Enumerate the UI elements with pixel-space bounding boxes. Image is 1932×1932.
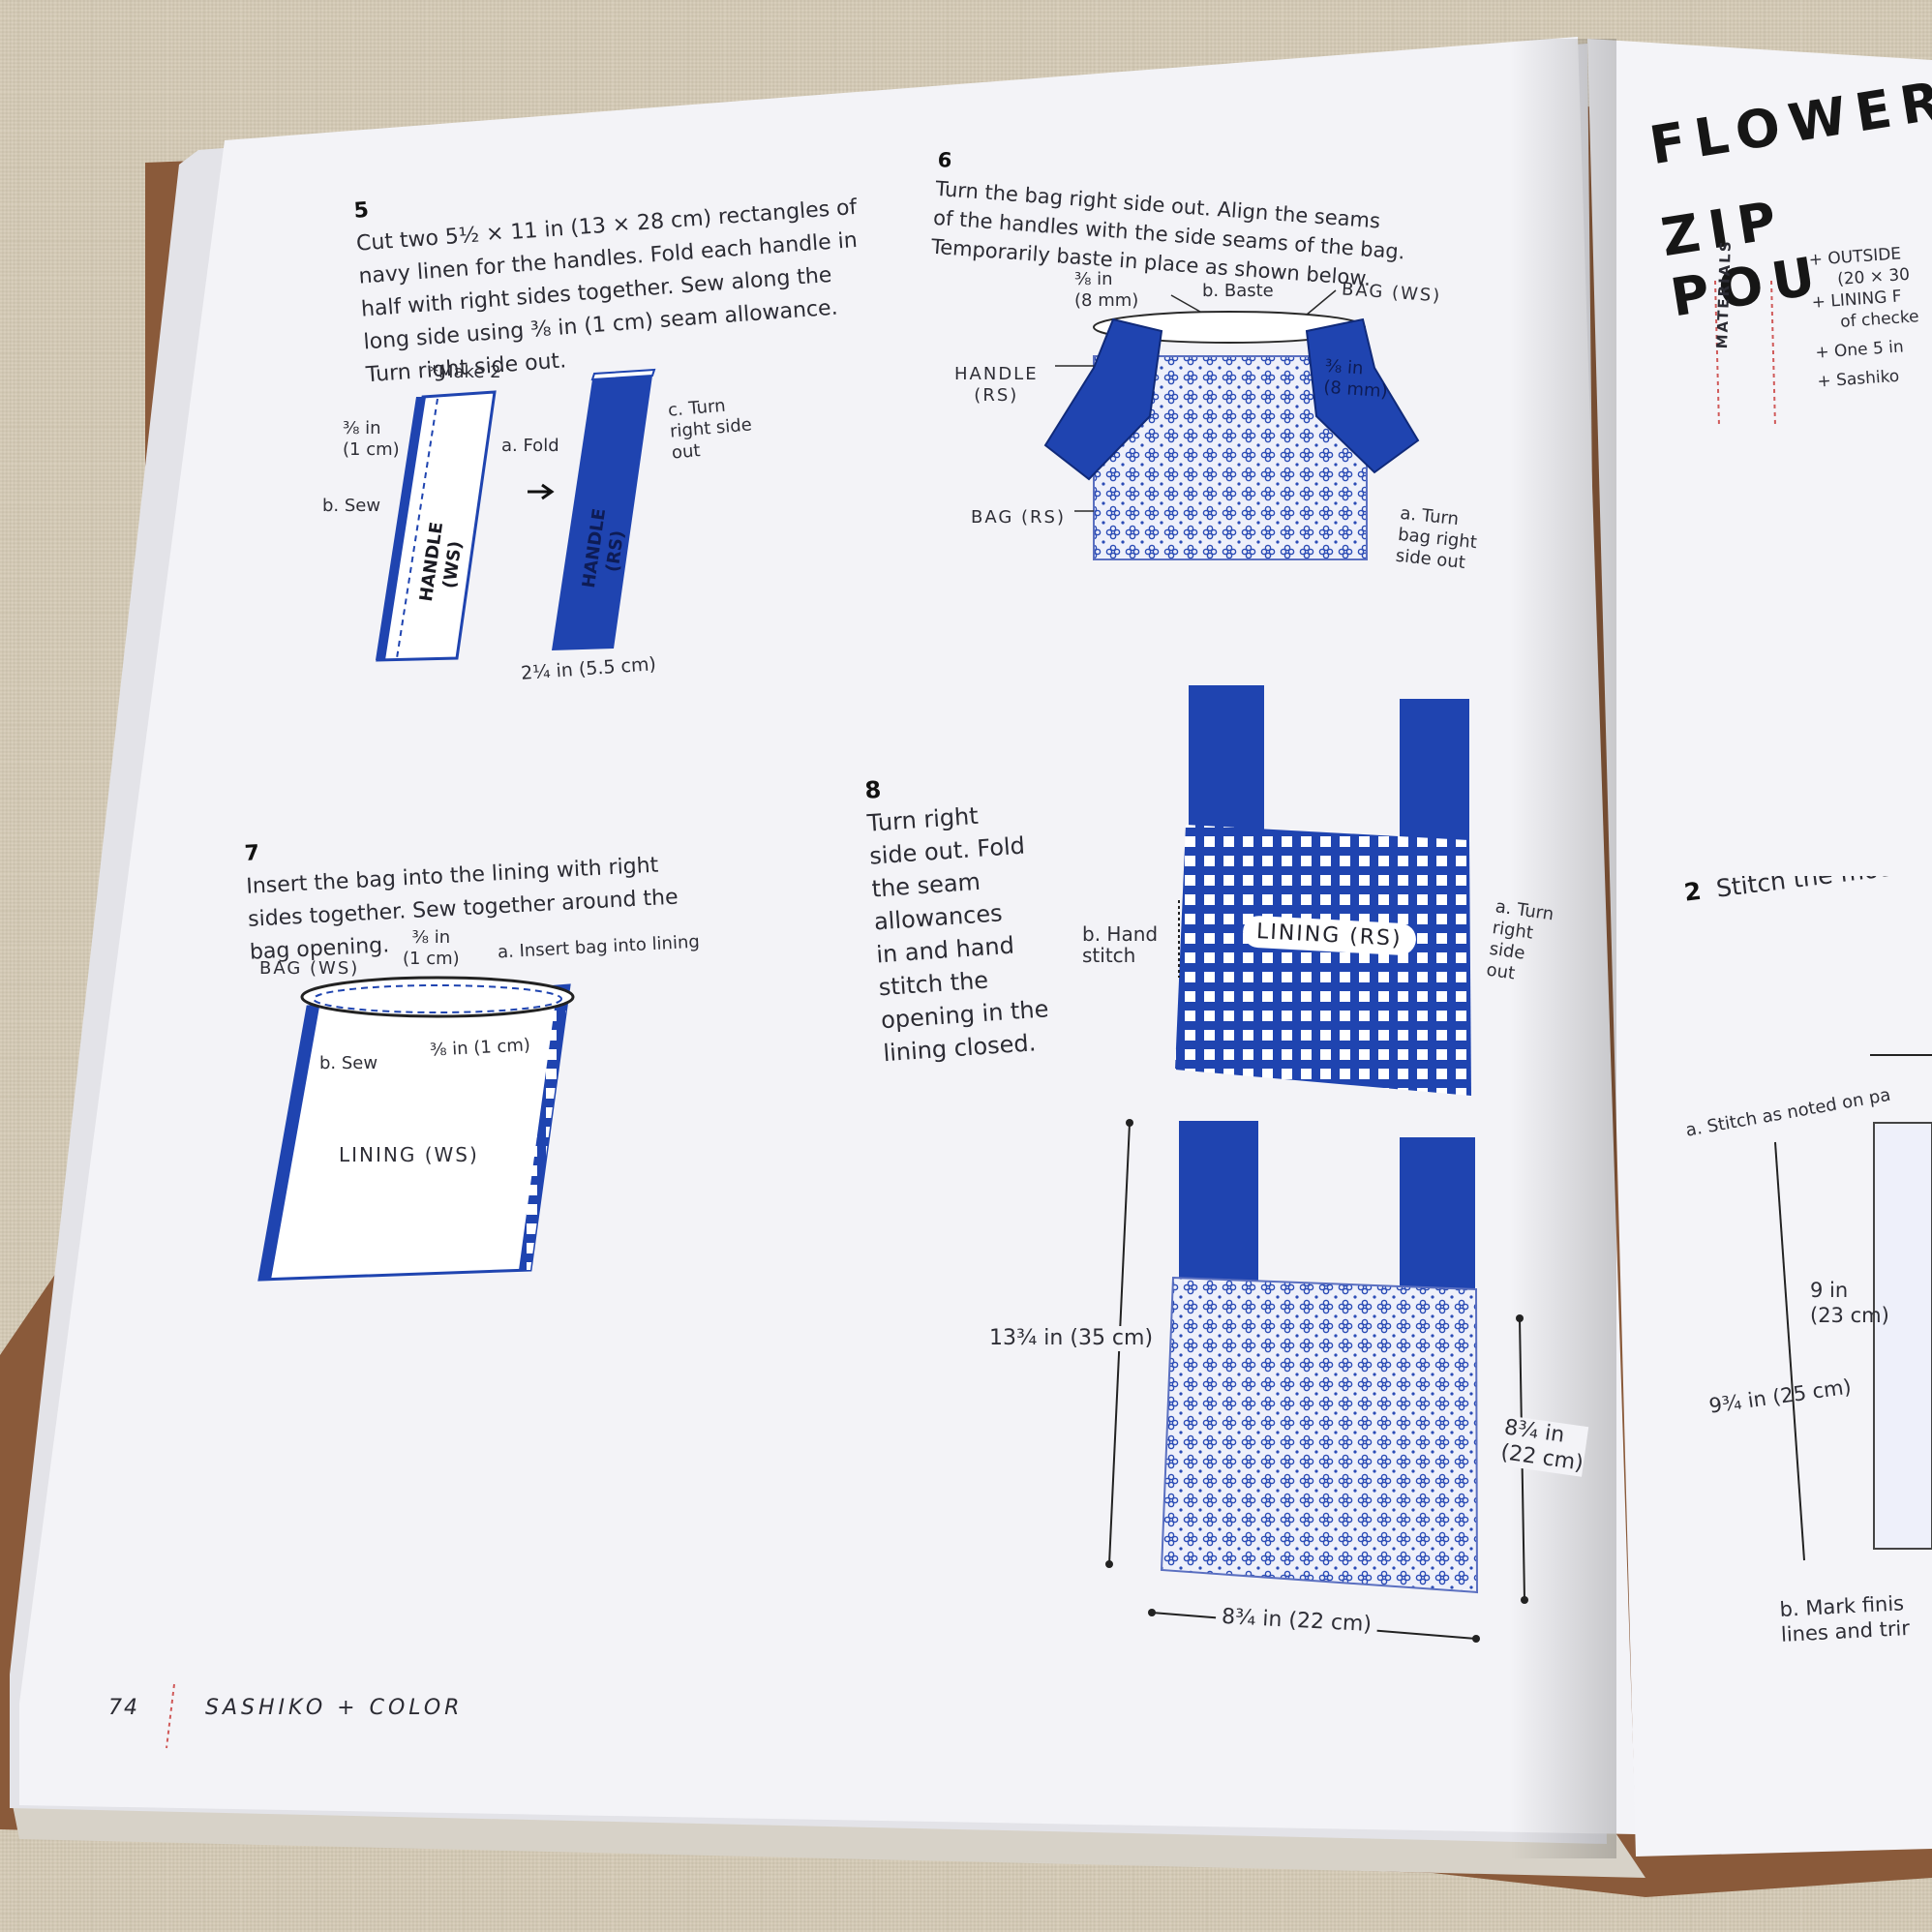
materials-list: + OUTSIDE (20 × 30 + LINING F of checke … — [1808, 241, 1932, 393]
step7-bag-ws-label: BAG (WS) — [259, 958, 360, 979]
step-5-text: Cut two 5½ × 11 in (13 × 28 cm) rectangl… — [355, 195, 859, 388]
dimension-dot — [1126, 1119, 1133, 1127]
dimension-dot — [1472, 1635, 1480, 1643]
step6-turn-label: a. Turn bag right side out — [1394, 502, 1478, 574]
running-footer: SASHIKO + COLOR — [205, 1696, 464, 1720]
page-number: 74 — [108, 1696, 139, 1720]
step-8-text: Turn right side out. Fold the seam allow… — [865, 801, 1050, 1068]
right-step-2-body: 2 Stitch the motif a finishing lines fo … — [1682, 876, 1932, 911]
lining-side-right — [519, 985, 569, 1270]
step7-seam-label: ⅜ in (1 cm) — [403, 927, 460, 969]
right-step-2-text: Stitch the motif a finishing lines fo be… — [1714, 876, 1932, 903]
gutter-shadow — [1510, 39, 1616, 1858]
sew-line — [396, 398, 438, 659]
step8-hand-stitch-label: b. Hand stitch — [1082, 922, 1159, 967]
right-label-9in: 9 in (23 cm) — [1810, 1279, 1889, 1327]
step8-turn-label: a. Turn right side out — [1485, 896, 1555, 984]
step-8-number: 8 — [863, 775, 883, 804]
step8-height-total: 13¾ in (35 cm) — [989, 1326, 1154, 1351]
footer-divider — [166, 1683, 175, 1749]
label-leader — [1306, 289, 1337, 316]
dimension-dot — [1105, 1560, 1113, 1568]
right-step-2-number: 2 — [1682, 876, 1704, 907]
step5-turn-label: c. Turn right side out — [667, 395, 753, 464]
right-page — [1587, 39, 1932, 1857]
dimension-dot — [1521, 1596, 1528, 1604]
handle-right-final — [1400, 1137, 1475, 1297]
pouch-diagram — [1873, 1122, 1932, 1550]
step5-fold-label: a. Fold — [501, 436, 559, 456]
step6-8mm-right: ⅜ in (8 mm) — [1322, 355, 1389, 403]
step5-make-note: *Make 2 — [430, 362, 501, 382]
materials-divider — [1714, 280, 1720, 427]
step-6-number: 6 — [936, 147, 953, 172]
handle-left — [1189, 685, 1264, 830]
handle-rs-fold — [590, 368, 656, 381]
bag-inserted-rim — [313, 984, 562, 1013]
handle-left-final — [1179, 1121, 1258, 1281]
right-step-2: 2 Stitch the motif a finishing lines fo … — [1682, 876, 1932, 911]
step-5: 5 Cut two 5½ × 11 in (13 × 28 cm) rectan… — [350, 123, 908, 392]
step6-handle-rs-label: HANDLE (RS) — [954, 364, 1039, 406]
handle-ws-edge — [376, 397, 426, 660]
handle-right-rs — [1305, 317, 1420, 474]
lining-side-left — [259, 1007, 319, 1280]
materials-item: + One 5 in — [1814, 337, 1905, 363]
dimension-dot — [1148, 1609, 1156, 1616]
arrow-icon — [528, 483, 555, 500]
step5-sew-label: b. Sew — [322, 496, 381, 516]
step-8: 8 Turn right side out. Fold the seam all… — [861, 725, 1116, 1070]
right-label-mark: b. Mark finis lines and trir — [1779, 1591, 1911, 1646]
handle-right — [1400, 699, 1469, 844]
handle-rs-strip — [552, 376, 652, 650]
step-5-number: 5 — [352, 197, 370, 224]
dimension-dot — [1516, 1314, 1524, 1322]
bag-final-body — [1160, 1276, 1479, 1594]
step-7-number: 7 — [243, 841, 260, 866]
step6-8mm-left: ⅜ in (8 mm) — [1074, 269, 1139, 311]
handle-left-rs — [1043, 317, 1163, 481]
step7-sew-label: b. Sew — [319, 1053, 378, 1073]
lining-rs-body — [1175, 825, 1471, 1096]
label-leader — [1170, 294, 1201, 313]
lining-opening — [300, 976, 575, 1018]
step6-bag-rs-label: BAG (RS) — [971, 507, 1066, 528]
step5-seam-label: ⅜ in (1 cm) — [343, 418, 400, 460]
bag-body-flower — [1093, 355, 1368, 560]
dimension-line — [1774, 1141, 1805, 1561]
step6-baste-label: b. Baste — [1202, 281, 1274, 301]
lining-ws-label: LINING (WS) — [339, 1143, 479, 1166]
materials-divider — [1770, 280, 1776, 427]
